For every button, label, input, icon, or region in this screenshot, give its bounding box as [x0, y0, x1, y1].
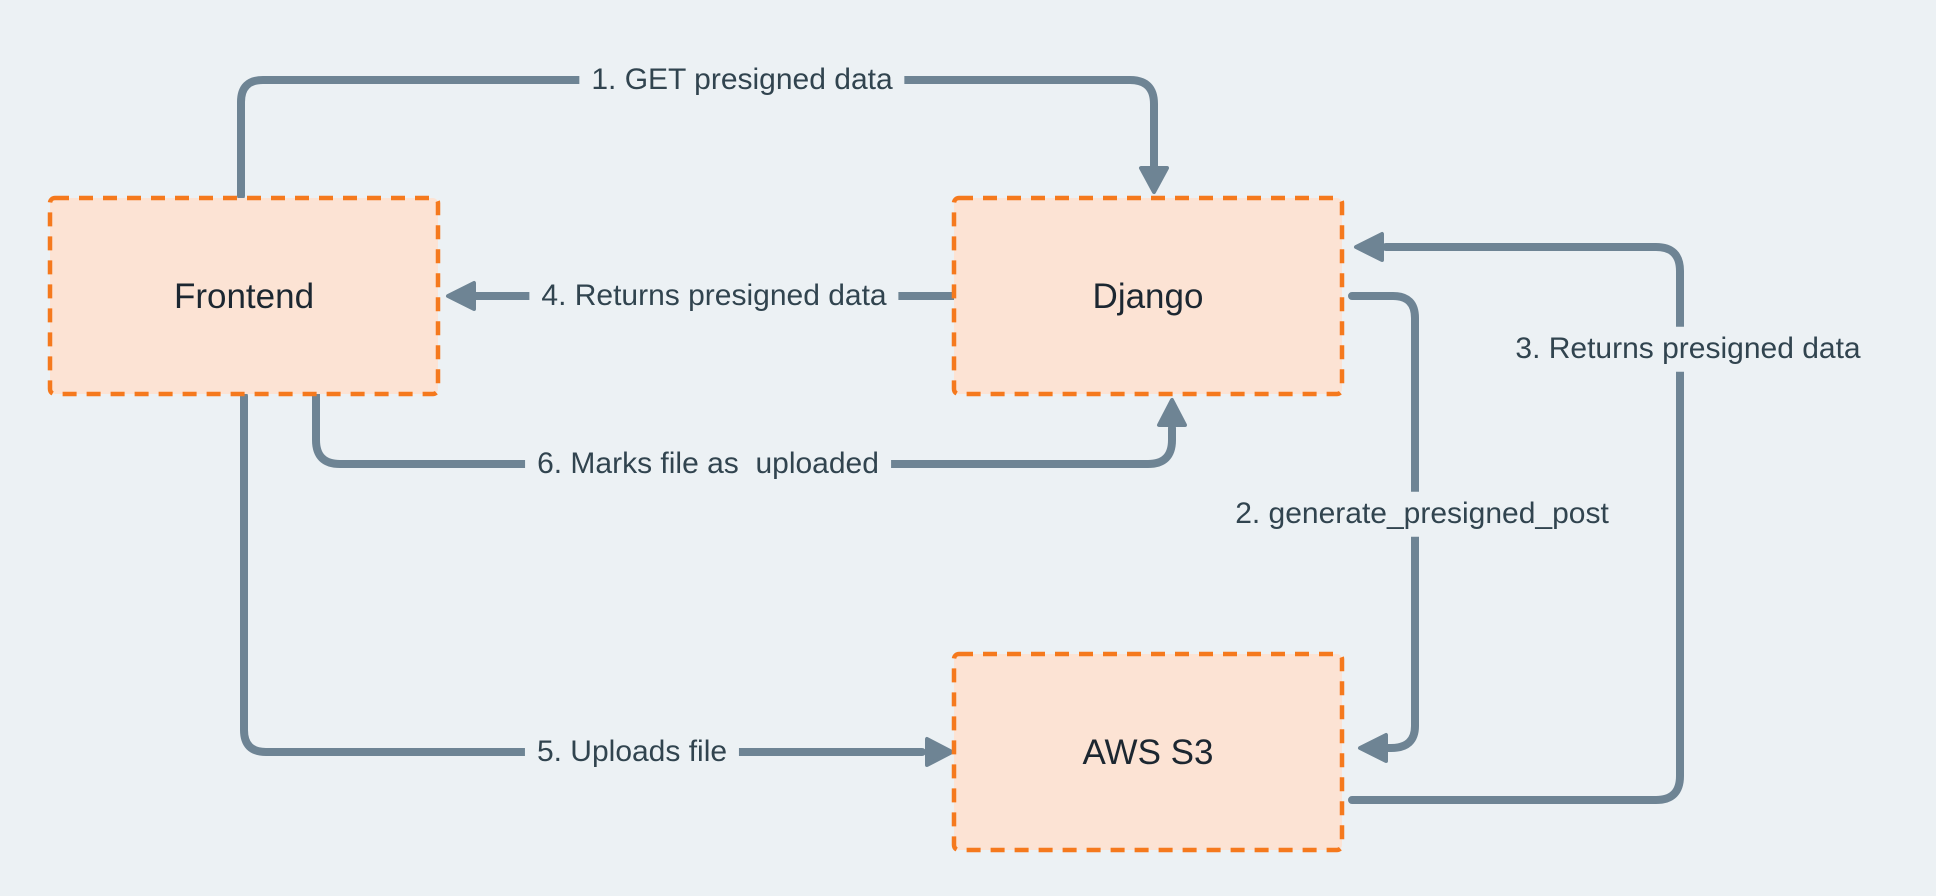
edge-5-path — [240, 392, 926, 756]
node-label-django: Django — [1092, 276, 1204, 316]
edge-label-5-uploads-file: 5. Uploads file — [524, 729, 740, 775]
edge-label-3-returns-presigned-data: 3. Returns presigned data — [1503, 326, 1873, 372]
edge-label-4-returns-presigned-data: 4. Returns presigned data — [529, 273, 899, 319]
edge-label-6-marks-file-as-uploaded: 6. Marks file as uploaded — [525, 441, 891, 487]
node-aws-s3-box — [951, 651, 1345, 853]
edge-label-2-generate-presigned-post: 2. generate_presigned_post — [1223, 491, 1621, 537]
edge-label-1-get-presigned-data: 1. GET presigned data — [579, 57, 905, 103]
edge-3-path — [1348, 243, 1684, 804]
edge-5-arrowhead-right-icon — [925, 737, 954, 767]
node-frontend-box — [47, 195, 441, 397]
edge-3-arrowhead-left-icon — [1354, 232, 1384, 262]
node-label-frontend: Frontend — [173, 276, 315, 316]
edge-1-arrowhead-down-icon — [1139, 166, 1169, 194]
node-django-box — [951, 195, 1345, 397]
edge-6-arrowhead-up-icon — [1157, 398, 1187, 427]
node-label-aws-s3: AWS S3 — [1082, 732, 1214, 772]
edge-2-arrowhead-left-icon — [1358, 733, 1388, 763]
edge-4-arrowhead-left-icon — [446, 281, 476, 311]
